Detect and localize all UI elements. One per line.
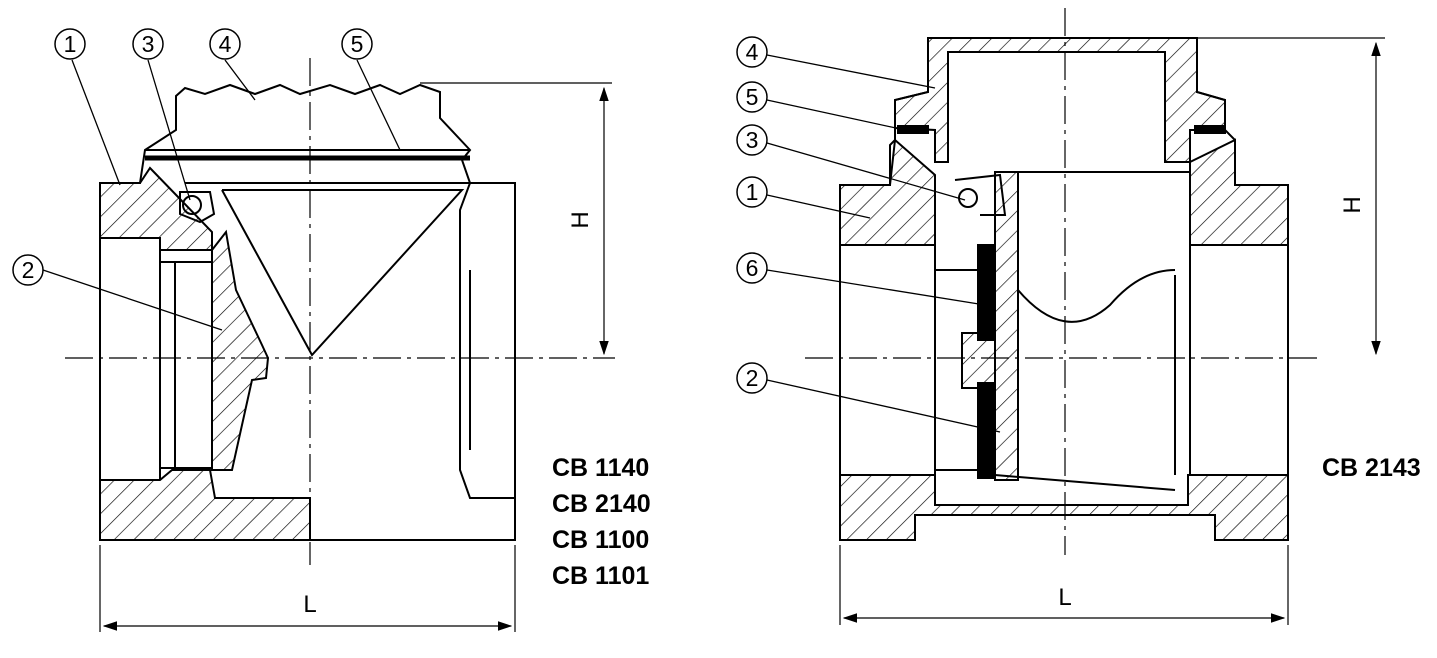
right-dimensions bbox=[839, 37, 1385, 625]
right-gasket-right bbox=[1194, 125, 1226, 134]
svg-text:5: 5 bbox=[351, 31, 364, 57]
left-balloon-4: 4 bbox=[209, 28, 241, 60]
right-balloon-5: 5 bbox=[736, 81, 768, 113]
svg-text:2: 2 bbox=[22, 257, 35, 283]
left-disc-section bbox=[211, 229, 270, 471]
svg-text:3: 3 bbox=[142, 31, 155, 57]
right-hinge-arm bbox=[954, 173, 1007, 216]
model-label: CB 2143 bbox=[1322, 454, 1421, 482]
left-right-thread bbox=[459, 182, 515, 499]
right-balloon-3: 3 bbox=[736, 124, 768, 156]
left-dim-h-label: H bbox=[567, 211, 594, 228]
left-valve-drawing bbox=[99, 83, 516, 541]
right-balloon-2: 2 bbox=[736, 362, 768, 394]
right-balloon-4: 4 bbox=[736, 36, 768, 68]
right-disc-section bbox=[994, 171, 1019, 481]
right-dim-l-label: L bbox=[1058, 584, 1071, 611]
right-hinge-pin bbox=[958, 188, 978, 208]
left-balloon-1: 1 bbox=[54, 28, 86, 60]
right-dim-h-label: H bbox=[1339, 196, 1366, 213]
right-flow-contour bbox=[1017, 269, 1176, 323]
model-label: CB 2140 bbox=[552, 490, 651, 518]
left-valve-body bbox=[99, 83, 516, 541]
right-body-section-bottom bbox=[839, 474, 1289, 541]
left-cone bbox=[221, 189, 465, 357]
right-gasket-left bbox=[897, 125, 929, 134]
left-balloon-5: 5 bbox=[341, 28, 373, 60]
svg-text:6: 6 bbox=[746, 255, 759, 281]
left-body-section-bottom bbox=[99, 469, 311, 541]
left-center-lines bbox=[65, 58, 615, 565]
right-bonnet-section bbox=[894, 37, 1226, 163]
right-disc-seal-upper bbox=[977, 244, 996, 341]
right-body-section-top bbox=[839, 137, 936, 246]
right-chamber-bottom bbox=[994, 474, 1176, 491]
right-balloons: 4 5 3 1 6 2 bbox=[736, 36, 768, 394]
model-label: CB 1101 bbox=[552, 562, 649, 590]
left-model-list: CB 1140 CB 2140 CB 1100 CB 1101 bbox=[552, 454, 651, 590]
right-balloon-1: 1 bbox=[736, 176, 768, 208]
right-valve-drawing bbox=[839, 37, 1289, 541]
left-balloon-3: 3 bbox=[132, 28, 164, 60]
left-balloons: 1 3 4 5 2 bbox=[12, 28, 373, 286]
svg-text:5: 5 bbox=[746, 84, 759, 110]
left-dim-l-label: L bbox=[303, 591, 316, 618]
right-body-section-top-right bbox=[1189, 138, 1289, 246]
left-body-section-top bbox=[99, 166, 213, 251]
left-hinge-arm bbox=[179, 191, 216, 224]
right-disc-hub bbox=[961, 332, 996, 389]
left-balloon-2: 2 bbox=[12, 254, 44, 286]
left-dimensions bbox=[99, 82, 612, 632]
left-hinge-pin bbox=[182, 195, 202, 215]
left-leaders bbox=[42, 59, 401, 331]
model-label: CB 1140 bbox=[552, 454, 649, 482]
svg-text:1: 1 bbox=[64, 31, 77, 57]
svg-text:4: 4 bbox=[746, 39, 759, 65]
svg-text:3: 3 bbox=[746, 127, 759, 153]
right-center-lines bbox=[805, 8, 1320, 555]
svg-text:2: 2 bbox=[746, 365, 759, 391]
svg-text:4: 4 bbox=[219, 31, 232, 57]
right-leaders bbox=[766, 54, 1001, 433]
model-label: CB 1100 bbox=[552, 526, 649, 554]
svg-text:1: 1 bbox=[746, 179, 759, 205]
right-balloon-6: 6 bbox=[736, 252, 768, 284]
